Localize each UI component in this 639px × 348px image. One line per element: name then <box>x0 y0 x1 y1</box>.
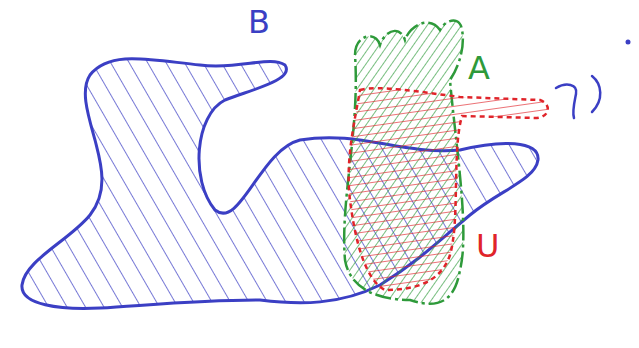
handwritten-dot <box>626 40 631 45</box>
set-label: U <box>476 228 499 264</box>
set-label: B <box>248 4 270 40</box>
handwritten-mark <box>556 76 600 118</box>
set-label: A <box>468 50 490 86</box>
set-u-region <box>349 88 548 290</box>
